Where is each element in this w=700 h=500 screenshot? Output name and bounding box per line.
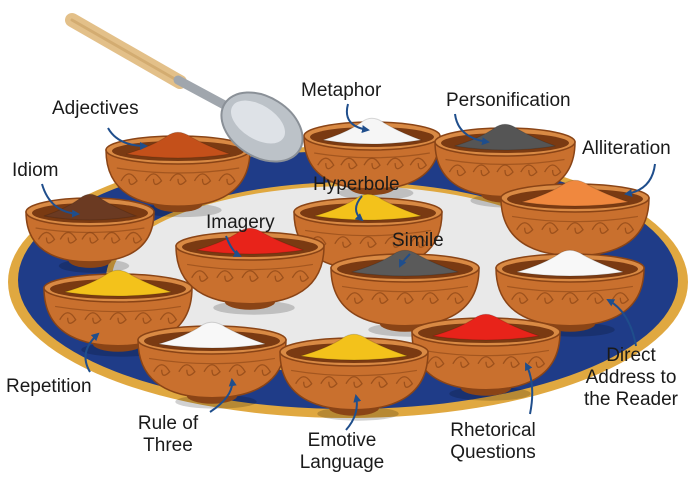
label-emotive-language: Emotive Language [299,430,385,473]
arrow-rule-of-three [209,378,237,413]
arrow-personification [454,113,490,146]
label-simile: Simile [392,230,444,251]
label-hyperbole: Hyperbole [313,174,400,195]
label-metaphor: Metaphor [301,80,382,101]
bowl-rule-of-three [137,321,287,409]
label-rule-of-three: Rule of Three [137,413,199,456]
bowl-emotive-language [279,333,429,421]
label-arrows [41,103,656,431]
arrow-emotive-language [345,394,362,431]
arrow-adjectives [107,127,148,150]
bowl-idiom [25,193,155,273]
arrow-repetition [84,332,100,373]
arrow-direct-address [606,299,637,347]
label-rhetorical-questions: Rhetorical Questions [450,420,536,463]
bowl-metaphor [303,117,441,201]
label-repetition: Repetition [6,376,92,397]
arrow-imagery [225,235,242,257]
bowl-imagery [175,227,325,315]
bowl-direct-address [495,249,645,337]
label-imagery: Imagery [206,212,275,233]
label-direct-address: Direct Address to the Reader [583,345,678,410]
label-idiom: Idiom [12,160,59,181]
bowls [25,117,650,421]
bowl-simile [330,249,480,337]
bowl-adjectives [105,131,251,218]
label-alliteration: Alliteration [582,138,671,159]
arrow-hyperbole [354,195,364,222]
arrow-alliteration [624,163,656,198]
arrow-idiom [41,183,80,218]
spoon-icon [65,13,304,163]
arrow-metaphor [346,103,370,134]
arrow-simile [399,253,411,268]
bowl-rhetorical-questions [411,313,561,401]
label-personification: Personification [446,90,571,111]
label-adjectives: Adjectives [52,98,139,119]
arrow-rhetorical-questions [525,362,534,415]
